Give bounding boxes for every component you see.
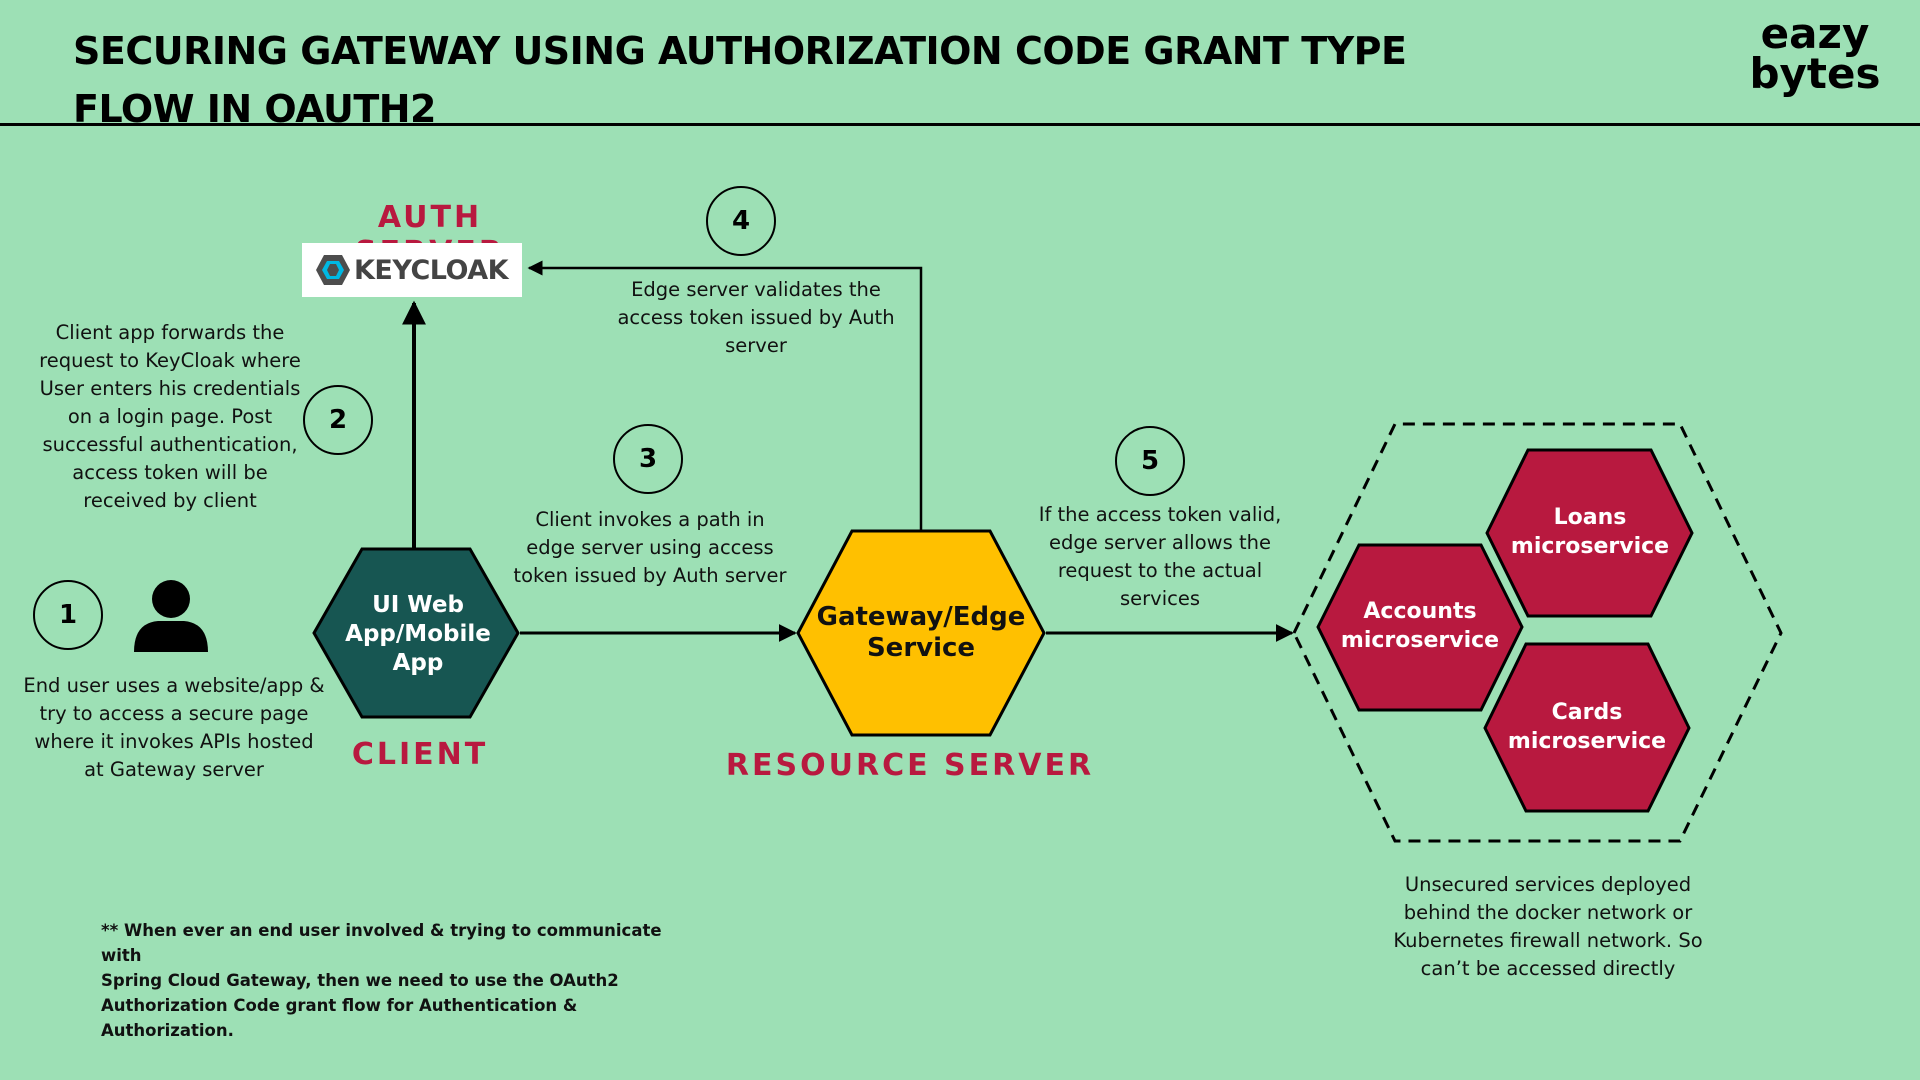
client-app-label: UI Web App/Mobile App [330,585,506,683]
arrow-gateway-to-auth [527,260,923,531]
brand-line-2: bytes [1749,49,1881,98]
loans-hexagon [1485,448,1694,618]
loans-label-line-2: microservice [1510,534,1670,559]
resource-server-label: RESOURCE SERVER [725,748,1095,783]
step-4-caption-line: server [725,334,787,357]
step-2-caption-line: on a login page. Post [67,405,273,428]
keycloak-logo-icon [314,251,352,289]
step-1-badge: 1 [33,580,103,650]
loans-label: Loans microservice [1500,502,1680,562]
title-line-1: SECURING GATEWAY USING AUTHORIZATION COD… [73,29,1407,73]
keycloak-logo-text: KEYCLOAK [354,254,509,286]
user-icon [134,580,208,652]
step-2-caption: Client app forwards the request to KeyCl… [20,319,320,515]
keycloak-logo: KEYCLOAK [302,243,522,297]
step-5-caption-line: services [1119,587,1200,610]
step-3-caption-line: edge server using access [526,536,774,559]
step-1-caption-line: try to access a secure page [39,702,309,725]
client-app-label-line-3: App [392,649,444,676]
step-4-badge: 4 [706,186,776,256]
footnote: ** When ever an end user involved & tryi… [101,918,701,1043]
step-2-caption-line: Client app forwards the [55,321,285,344]
step-1-caption-line: End user uses a website/app & [23,674,325,697]
step-1-caption: End user uses a website/app & try to acc… [14,672,334,784]
step-3-caption-line: Client invokes a path in [535,508,765,531]
accounts-label-line-1: Accounts [1363,599,1477,624]
step-5-caption-line: request to the actual [1057,559,1263,582]
cards-label-line-1: Cards [1551,700,1623,725]
footnote-line: Authorization Code grant flow for Authen… [101,996,578,1040]
client-app-label-line-2: App/Mobile [345,620,491,647]
cards-label: Cards microservice [1497,697,1677,757]
step-2-caption-line: successful authentication, [42,433,298,456]
step-3-caption: Client invokes a path in edge server usi… [490,506,810,590]
step-5-caption-line: If the access token valid, [1038,503,1282,526]
network-boundary [1292,422,1783,843]
cards-hexagon [1483,642,1691,813]
diagram-title: SECURING GATEWAY USING AUTHORIZATION COD… [73,22,1493,138]
step-2-caption-line: received by client [83,489,257,512]
step-4-caption-line: Edge server validates the [631,278,881,301]
client-label: CLIENT [351,737,489,772]
step-4-caption-line: access token issued by Auth [617,306,895,329]
step-1-caption-line: where it invokes APIs hosted [34,730,314,753]
brand-line-1: eazy [1760,9,1870,58]
accounts-label-line-2: microservice [1340,628,1500,653]
step-5-badge: 5 [1115,426,1185,496]
step-2-caption-line: request to KeyCloak where [39,349,301,372]
step-3-badge: 3 [613,424,683,494]
gateway-label-line-1: Gateway/Edge [816,602,1026,632]
accounts-label: Accounts microservice [1330,596,1510,656]
step-5-caption: If the access token valid, edge server a… [1010,501,1310,613]
cards-label-line-2: microservice [1507,729,1667,754]
eazybytes-logo: eazy bytes [1740,9,1890,98]
network-caption-line: can’t be accessed directly [1420,957,1676,980]
network-caption-line: Kubernetes firewall network. So [1393,929,1703,952]
header-divider [0,123,1920,126]
network-caption: Unsecured services deployed behind the d… [1368,871,1728,983]
footnote-line: Spring Cloud Gateway, then we need to us… [101,971,619,990]
loans-label-line-1: Loans [1553,505,1627,530]
step-1-caption-line: at Gateway server [84,758,264,781]
network-caption-line: behind the docker network or [1403,901,1693,924]
gateway-hexagon [796,529,1046,737]
client-app-label-line-1: UI Web [372,591,464,618]
step-3-caption-line: token issued by Auth server [513,564,787,587]
step-5-caption-line: edge server allows the [1049,531,1271,554]
client-app-hexagon [312,547,520,719]
network-caption-line: Unsecured services deployed [1404,873,1692,896]
footnote-line: ** When ever an end user involved & tryi… [101,921,662,965]
step-2-caption-line: User enters his credentials [39,377,301,400]
accounts-hexagon [1316,543,1524,712]
step-2-caption-line: access token will be [72,461,268,484]
gateway-label-line-2: Service [866,633,976,663]
step-2-badge: 2 [303,385,373,455]
gateway-label: Gateway/Edge Service [810,600,1032,666]
step-4-caption: Edge server validates the access token i… [596,276,916,360]
